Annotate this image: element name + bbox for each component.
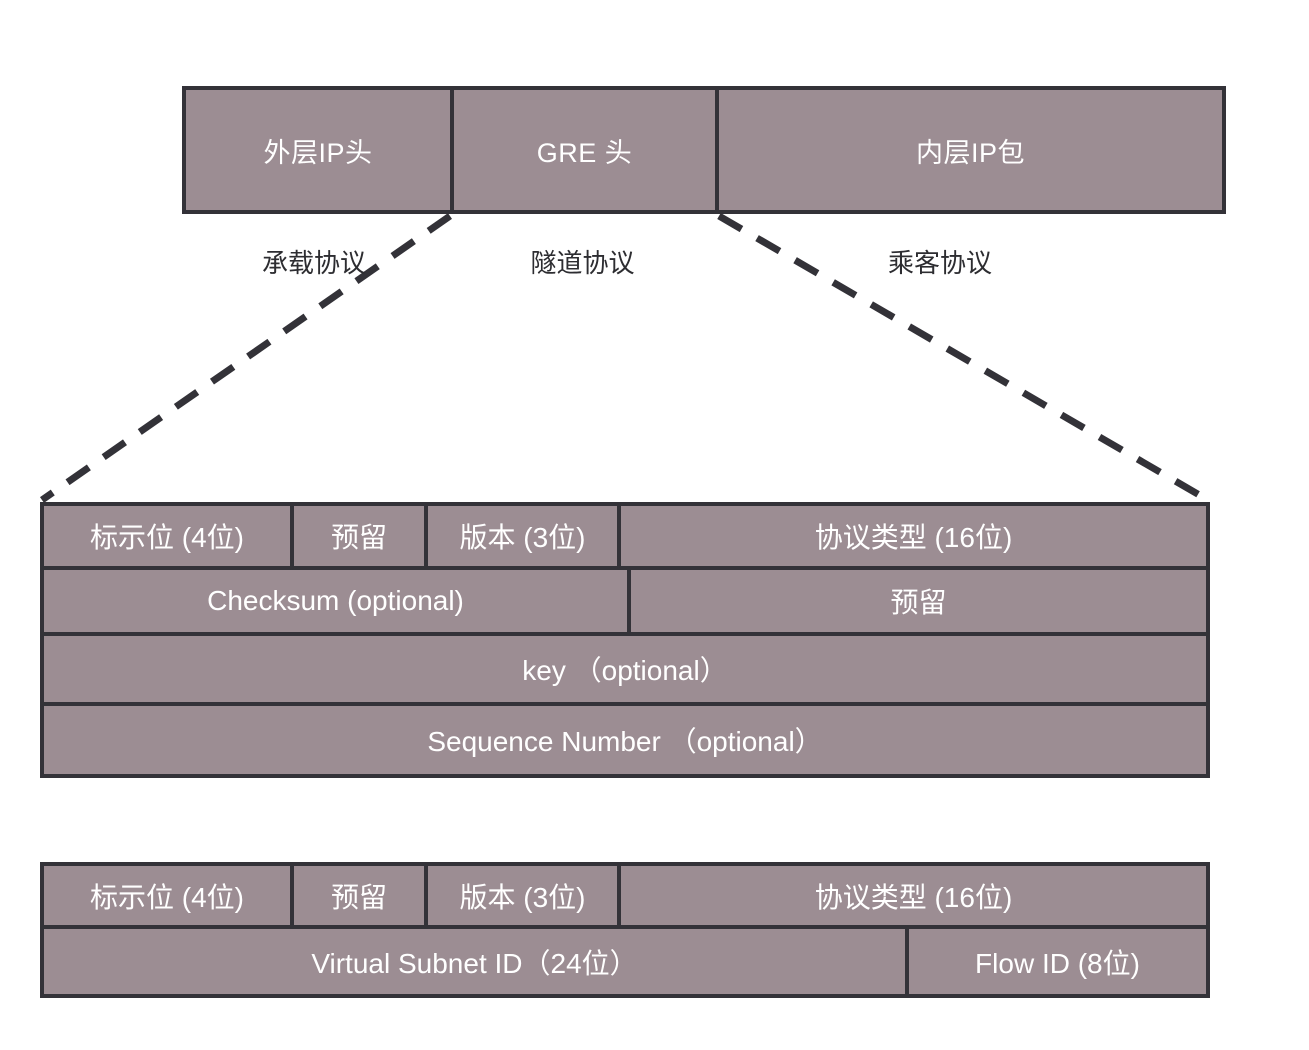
gre-header-row-3: key （optional） — [40, 636, 1210, 706]
gre-field-flags: 标示位 (4位) — [44, 506, 290, 566]
nvgre-header-row-1: 标示位 (4位) 预留 版本 (3位) 协议类型 (16位) — [40, 862, 1210, 929]
gre-field-sequence-number: Sequence Number （optional） — [44, 706, 1206, 774]
gre-header-row-1: 标示位 (4位) 预留 版本 (3位) 协议类型 (16位) — [40, 502, 1210, 570]
nvgre-field-virtual-subnet-id: Virtual Subnet ID（24位） — [44, 929, 905, 994]
nvgre-field-reserved: 预留 — [290, 866, 424, 925]
nvgre-header-row-2: Virtual Subnet ID（24位） Flow ID (8位) — [40, 929, 1210, 998]
gre-field-checksum: Checksum (optional) — [44, 570, 627, 632]
nvgre-field-protocol-type: 协议类型 (16位) — [617, 866, 1206, 925]
protocol-label-carrier: 承载协议 — [261, 248, 366, 278]
gre-header-row-4: Sequence Number （optional） — [40, 706, 1210, 778]
encap-cell-inner-ip-packet: 内层IP包 — [715, 90, 1222, 210]
gre-field-reserved-2: 预留 — [627, 570, 1206, 632]
encap-cell-outer-ip: 外层IP头 — [186, 90, 450, 210]
nvgre-field-flags: 标示位 (4位) — [44, 866, 290, 925]
protocol-label-passenger: 乘客协议 — [887, 248, 992, 278]
gre-field-protocol-type: 协议类型 (16位) — [617, 506, 1206, 566]
gre-field-key: key （optional） — [44, 636, 1206, 702]
gre-header-row-2: Checksum (optional) 预留 — [40, 570, 1210, 636]
encap-cell-gre-header: GRE 头 — [450, 90, 715, 210]
gre-field-version: 版本 (3位) — [424, 506, 617, 566]
nvgre-field-version: 版本 (3位) — [424, 866, 617, 925]
encapsulation-strip: 外层IP头 GRE 头 内层IP包 — [182, 86, 1226, 214]
gre-field-reserved: 预留 — [290, 506, 424, 566]
protocol-label-tunnel: 隧道协议 — [530, 248, 635, 278]
nvgre-field-flow-id: Flow ID (8位) — [905, 929, 1206, 994]
